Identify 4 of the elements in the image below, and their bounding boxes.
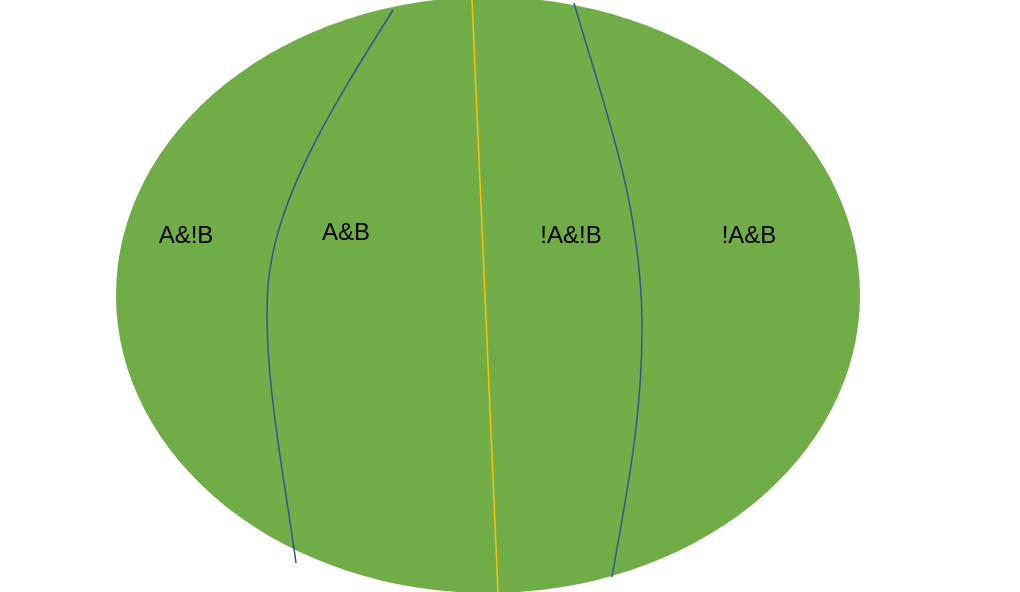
region-label: A&B: [322, 220, 370, 244]
region-label: !A&B: [721, 223, 777, 247]
region-label: !A&!B: [540, 223, 602, 247]
region-label: A&!B: [158, 223, 214, 247]
